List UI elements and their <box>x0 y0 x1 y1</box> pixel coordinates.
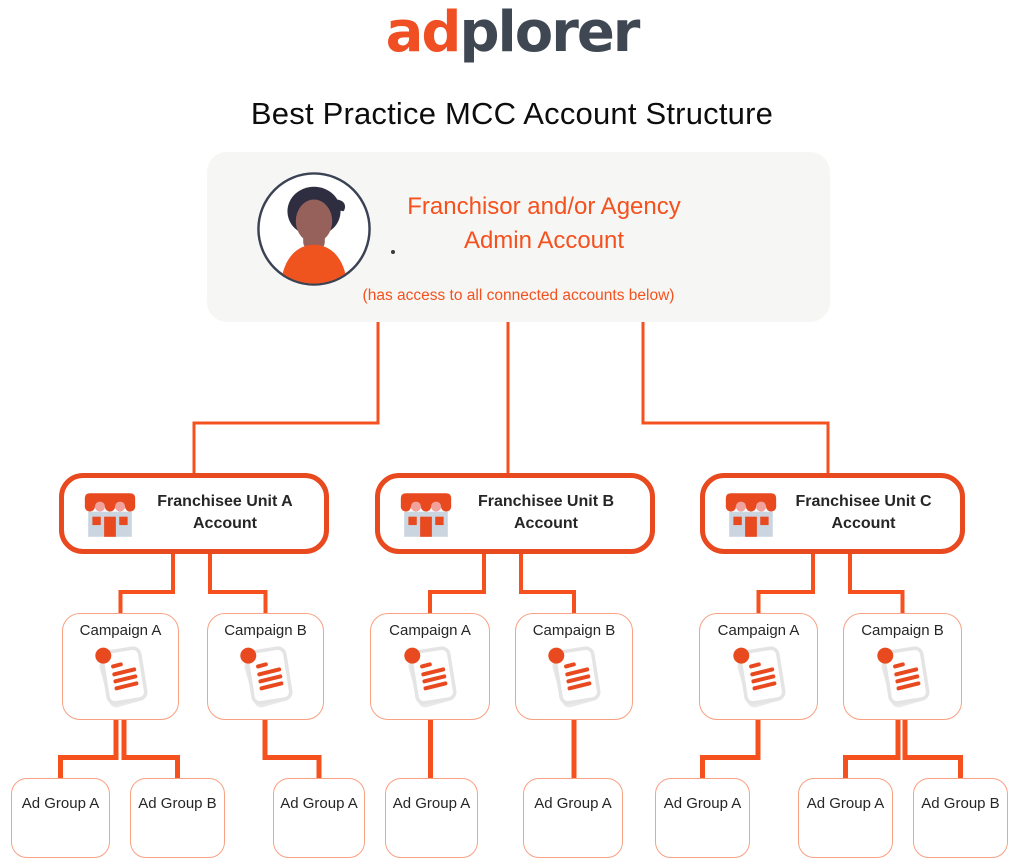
unit-a-campaign-a-adgroup-b-box: Ad Group B <box>130 778 225 858</box>
franchisee-unit-c-box: Franchisee Unit C Account <box>700 473 965 554</box>
adgroup-label: Ad Group A <box>392 795 471 812</box>
connector-unit-a-to-campaign-b <box>208 550 268 618</box>
admin-account-heading: Franchisor and/or Agency Admin Account <box>342 190 746 258</box>
stray-dot: . <box>391 250 395 254</box>
connector-c-campaign-b-to-adgroup-b <box>902 718 963 783</box>
campaign-label: Campaign B <box>861 622 944 639</box>
franchisee-unit-a-name: Franchisee Unit A Account <box>132 491 318 535</box>
adgroup-label: Ad Group B <box>138 795 217 812</box>
unit-c-campaign-a-box: Campaign A <box>699 613 818 720</box>
campaign-document-icon <box>94 646 148 708</box>
connector-unit-b-to-campaign-a <box>428 550 486 618</box>
connector-c-campaign-a-to-adgroup-a <box>700 718 761 783</box>
unit-b-campaign-a-adgroup-a-box: Ad Group A <box>385 778 478 858</box>
adgroup-label: Ad Group A <box>663 795 742 812</box>
unit-a-name-line1: Franchisee Unit A <box>157 493 293 510</box>
campaign-document-icon <box>876 646 930 708</box>
connector-c-campaign-b-to-adgroup-a <box>843 718 901 783</box>
logo-text-ad: ad <box>385 0 462 65</box>
unit-b-campaign-b-box: Campaign B <box>515 613 633 720</box>
unit-b-name-line1: Franchisee Unit B <box>477 493 615 510</box>
franchisee-unit-c-name: Franchisee Unit C Account <box>773 491 954 535</box>
campaign-label: Campaign A <box>79 622 162 639</box>
unit-c-name-line1: Franchisee Unit C <box>795 493 932 510</box>
campaign-label: Campaign A <box>717 622 800 639</box>
admin-heading-line2: Admin Account <box>463 227 625 254</box>
unit-c-campaign-b-adgroup-a-box: Ad Group A <box>798 778 893 858</box>
unit-b-name-line2: Account <box>514 515 578 532</box>
page-title: Best Practice MCC Account Structure <box>250 96 774 131</box>
unit-c-campaign-b-box: Campaign B <box>843 613 962 720</box>
person-avatar-icon <box>257 172 371 286</box>
connector-a-campaign-a-to-adgroup-b <box>121 718 180 783</box>
storefront-icon <box>725 493 777 537</box>
connector-unit-c-to-campaign-b <box>848 550 905 618</box>
campaign-label: Campaign B <box>532 622 616 639</box>
connector-unit-a-to-campaign-a <box>118 550 175 618</box>
unit-a-campaign-b-box: Campaign B <box>207 613 324 720</box>
connector-a-campaign-a-to-adgroup-a <box>58 718 119 783</box>
unit-c-name-line2: Account <box>831 515 896 532</box>
unit-a-campaign-a-box: Campaign A <box>62 613 179 720</box>
connector-admin-to-unit-a <box>192 320 380 477</box>
admin-heading-line1: Franchisor and/or Agency <box>407 193 681 220</box>
adgroup-label: Ad Group B <box>921 795 1000 812</box>
campaign-document-icon <box>732 646 786 708</box>
unit-b-campaign-b-adgroup-a-box: Ad Group A <box>523 778 623 858</box>
adgroup-label: Ad Group A <box>806 795 885 812</box>
connector-unit-b-to-campaign-b <box>519 550 576 618</box>
storefront-icon <box>84 493 136 537</box>
adgroup-label: Ad Group A <box>280 795 358 812</box>
franchisee-unit-b-name: Franchisee Unit B Account <box>448 491 644 535</box>
connector-a-campaign-b-to-adgroup-a <box>262 718 322 783</box>
connector-admin-to-unit-c <box>641 320 830 477</box>
adgroup-label: Ad Group A <box>534 795 612 812</box>
admin-access-note: (has access to all connected accounts be… <box>362 287 675 304</box>
adplorer-logo: adplorer <box>0 2 1024 64</box>
campaign-document-icon <box>239 646 293 708</box>
franchisee-unit-b-box: Franchisee Unit B Account <box>375 473 655 554</box>
unit-b-campaign-a-box: Campaign A <box>370 613 490 720</box>
campaign-label: Campaign A <box>389 622 471 639</box>
adgroup-label: Ad Group A <box>21 795 100 812</box>
storefront-icon <box>400 493 452 537</box>
connector-unit-c-to-campaign-a <box>756 550 815 618</box>
logo-text-plorer: plorer <box>459 0 640 65</box>
admin-account-card: Franchisor and/or Agency Admin Account .… <box>207 152 830 322</box>
campaign-document-icon <box>404 646 457 708</box>
unit-a-campaign-a-adgroup-a-box: Ad Group A <box>11 778 110 858</box>
unit-a-name-line2: Account <box>193 515 257 532</box>
campaign-document-icon <box>548 646 601 708</box>
unit-a-campaign-b-adgroup-a-box: Ad Group A <box>273 778 365 858</box>
unit-c-campaign-a-adgroup-a-box: Ad Group A <box>655 778 750 858</box>
unit-c-campaign-b-adgroup-b-box: Ad Group B <box>913 778 1008 858</box>
franchisee-unit-a-box: Franchisee Unit A Account <box>59 473 329 554</box>
campaign-label: Campaign B <box>224 622 307 639</box>
